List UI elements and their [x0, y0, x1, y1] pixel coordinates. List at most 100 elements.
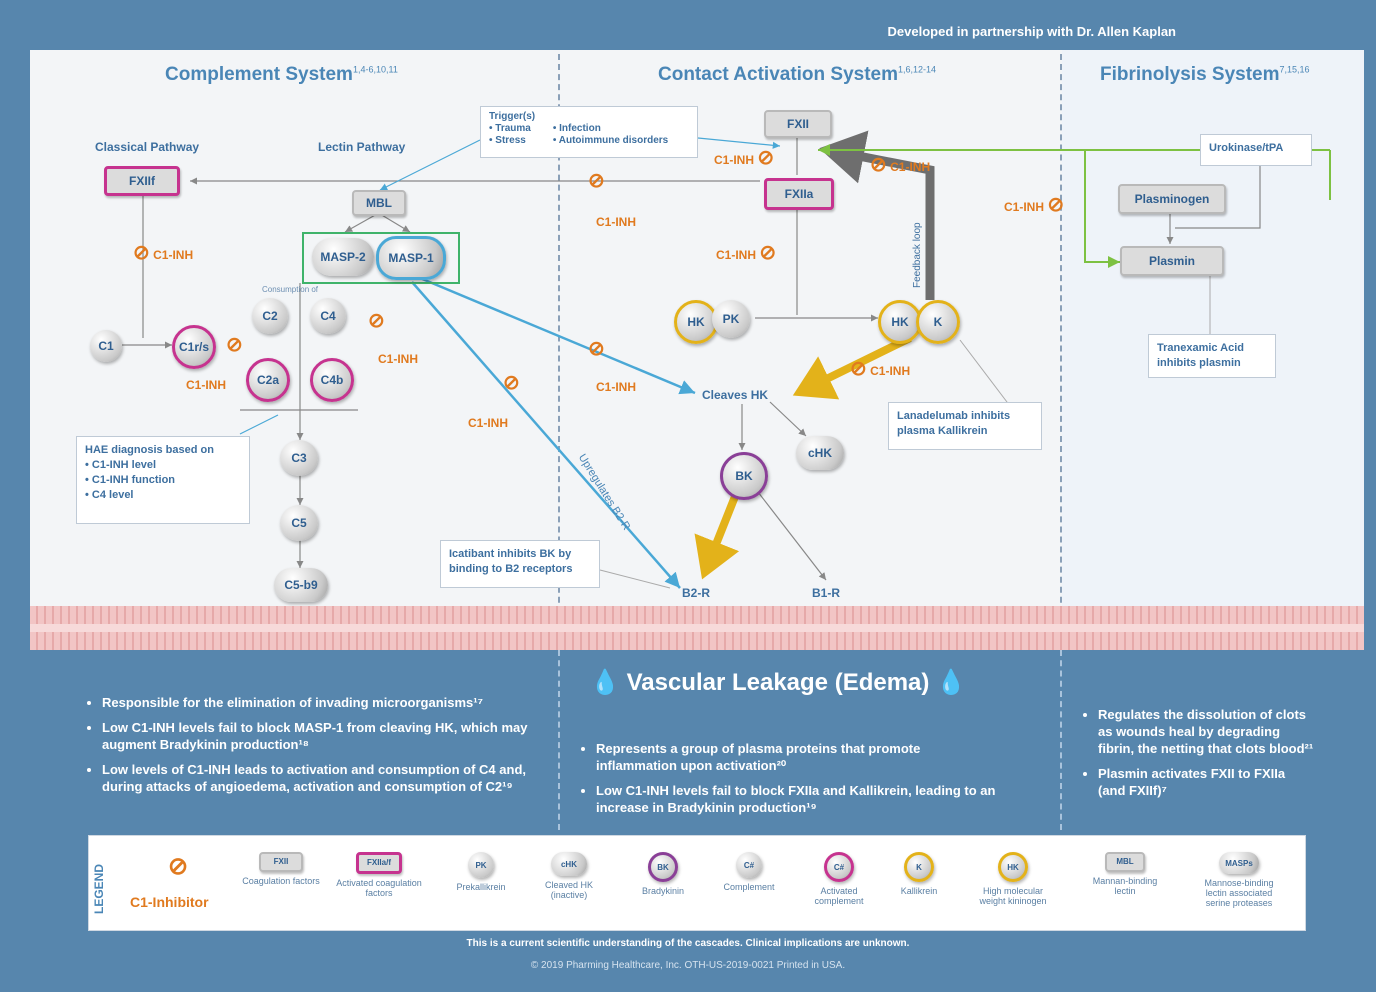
c1-node: C1 [90, 330, 122, 362]
trigger-item: • Trauma [489, 123, 531, 134]
c1-inhibitor-label: C1-INH [596, 380, 637, 394]
icatibant-note: Icatibant inhibits BK by binding to B2 r… [440, 540, 600, 588]
legend-swatch: HK [998, 852, 1028, 882]
bullet-item: Low C1-INH levels fail to block MASP-1 f… [102, 719, 540, 753]
inhibitor-icon: ⊘ [503, 372, 520, 394]
masp2-node: MASP-2 [312, 238, 374, 276]
inhibitor-icon: ⊘ [870, 154, 887, 176]
bradykinin-node: BK [720, 452, 768, 500]
trigger-item: • Stress [489, 135, 526, 146]
legend-swatch: cHK [551, 852, 587, 876]
hae-diagnosis-note: HAE diagnosis based on • C1-INH level • … [76, 436, 250, 524]
inhibitor-icon: ⊘ [850, 358, 867, 380]
lanadelumab-note: Lanadelumab inhibits plasma Kallikrein [888, 402, 1042, 450]
plasminogen-node: Plasminogen [1118, 184, 1226, 214]
fibrinolysis-bullets: Regulates the dissolution of clots as wo… [1084, 706, 1316, 807]
fxiia-node: FXIIa [764, 178, 834, 210]
legend-swatch: MASPs [1219, 852, 1259, 874]
bullet-item: Represents a group of plasma proteins th… [596, 740, 1002, 774]
trigger-item: • Infection [552, 123, 601, 134]
legend-label: Mannan-binding lectin [1092, 876, 1158, 896]
plasmin-node: Plasmin [1120, 246, 1224, 276]
summary-panel [30, 650, 1364, 840]
c2-node: C2 [252, 298, 288, 334]
legend-swatch: MBL [1105, 852, 1145, 872]
complement-bullets: Responsible for the elimination of invad… [88, 694, 540, 803]
c5b9-node: C5-b9 [274, 568, 328, 602]
consumption-label: Consumption of [262, 285, 319, 294]
fxiif-node: FXIIf [104, 166, 180, 196]
inhibitor-icon: ⊘ [759, 242, 777, 264]
partner-credit: Developed in partnership with Dr. Allen … [887, 24, 1176, 39]
c4b-node: C4b [310, 358, 354, 402]
lectin-pathway-label: Lectin Pathway [318, 140, 406, 154]
b1r-receptor-label: B1-R [812, 586, 841, 600]
legend-item: C# Activated complement [796, 852, 882, 906]
legend-swatch: FXIIa/f [356, 852, 402, 874]
fxii-node: FXII [764, 110, 832, 138]
legend-label: Kallikrein [900, 886, 938, 896]
hae-item: • C1-INH function [85, 474, 176, 486]
bullet-item: Low C1-INH levels fail to block FXIIa an… [596, 782, 1002, 816]
c3-node: C3 [280, 440, 318, 476]
hae-item: • C1-INH level [85, 459, 157, 471]
contact-title: Contact Activation System1,6,12-14 [658, 64, 937, 85]
c5-node: C5 [280, 505, 318, 541]
legend-label: High molecular weight kininogen [979, 886, 1047, 906]
c2a-node: C2a [246, 358, 290, 402]
bullet-item: Low levels of C1-INH leads to activation… [102, 761, 540, 795]
classical-pathway-label: Classical Pathway [95, 140, 200, 154]
contact-bullets: Represents a group of plasma proteins th… [582, 740, 1002, 824]
chk-node: cHK [796, 436, 844, 470]
c1-inhibitor-label: C1-INH [468, 416, 509, 430]
c1-inhibitor-label: C1-INH [596, 215, 637, 229]
trigger-box: Trigger(s) • Trauma• Stress • Infection•… [480, 106, 698, 158]
c1-inhibitor-1: ⊘ C1-INH [133, 242, 194, 264]
legend-item: C#Complement [706, 852, 792, 892]
complement-title: Complement System1,4-6,10,11 [165, 64, 398, 85]
legend-label: Bradykinin [641, 886, 685, 896]
c1-inhibitor-label: C1-INH [186, 378, 227, 392]
hae-title: HAE diagnosis based on [85, 444, 214, 456]
c1-inhibitor-fxii: C1-INH ⊘ [714, 147, 775, 169]
legend-label: Activated coagulation factors [336, 878, 422, 898]
inhibitor-icon: ⊘ [1047, 194, 1065, 216]
inhibitor-icon: ⊘ [588, 338, 605, 360]
bullet-item: Regulates the dissolution of clots as wo… [1098, 706, 1316, 757]
bullet-item: Responsible for the elimination of invad… [102, 694, 540, 711]
legend-swatch: BK [648, 852, 678, 882]
divider-bottom-left [558, 650, 560, 830]
kallikrein-node: K [916, 300, 960, 344]
fibrinolysis-title: Fibrinolysis System7,15,16 [1100, 64, 1310, 85]
cell-membrane [30, 606, 1364, 650]
legend-swatch: C# [824, 852, 854, 882]
legend-swatch: FXII [259, 852, 303, 872]
trigger-title: Trigger(s) [489, 111, 536, 122]
legend-item: MBL Mannan-binding lectin [1082, 852, 1168, 896]
legend-item: HK High molecular weight kininogen [970, 852, 1056, 906]
feedback-loop-label: Feedback loop [912, 222, 923, 288]
bullet-item: Plasmin activates FXII to FXIIa (and FXI… [1098, 765, 1316, 799]
legend-label: Activated complement [814, 886, 864, 906]
c1-inhibitor-label: C1-INH [378, 352, 419, 366]
legend-swatch: C# [736, 852, 762, 878]
c1-inhibitor-plasminogen: C1-INH ⊘ [1004, 194, 1065, 216]
inhibitor-icon: ⊘ [368, 310, 385, 332]
c4-node: C4 [310, 298, 346, 334]
legend-inhibitor-label: C1-Inhibitor [130, 894, 209, 910]
inhibitor-icon: ⊘ [757, 147, 775, 169]
trigger-item: • Autoimmune disorders [552, 135, 669, 146]
mbl-node: MBL [352, 190, 406, 216]
hae-item: • C4 level [85, 489, 134, 501]
legend-box [88, 835, 1306, 931]
hk-complex-node: HK [878, 300, 922, 344]
cleaves-hk-label: Cleaves HK [702, 388, 769, 402]
c1rs-node: C1r/s [172, 325, 216, 369]
